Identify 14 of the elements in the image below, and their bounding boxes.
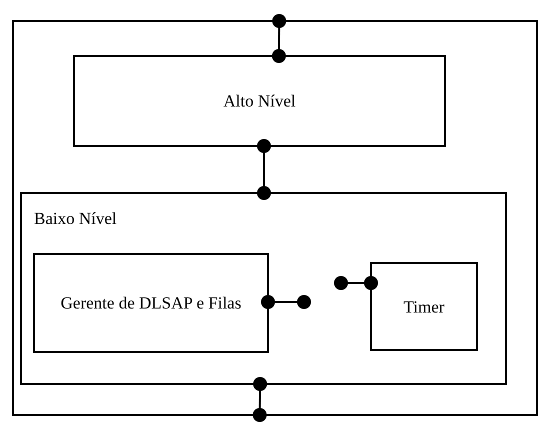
connector: [252, 377, 268, 422]
connector: [334, 276, 378, 290]
module-box: [370, 262, 478, 351]
connector: [261, 295, 311, 309]
frame-box: [12, 20, 538, 416]
node-label: Alto Nível: [222, 90, 297, 112]
connector: [272, 14, 286, 63]
module-box: [33, 253, 269, 353]
connector: [256, 139, 271, 200]
node-label: Gerente de DLSAP e Filas: [60, 292, 242, 314]
module-box: [20, 192, 507, 385]
node-label: Baixo Nível: [34, 208, 117, 230]
module-box: [73, 55, 446, 147]
node-label: Timer: [402, 296, 446, 318]
